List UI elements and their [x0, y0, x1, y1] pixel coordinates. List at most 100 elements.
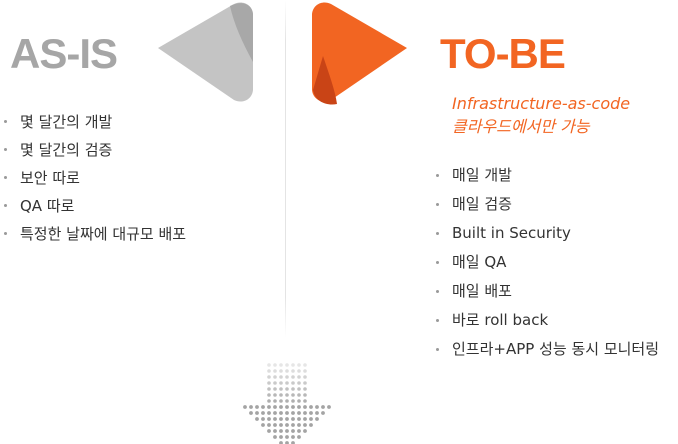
arrow-dot — [285, 411, 289, 415]
list-item: 바로 roll back — [436, 306, 659, 335]
arrow-dot — [303, 405, 307, 409]
arrow-dot — [267, 405, 271, 409]
arrow-dot — [315, 405, 319, 409]
arrow-dot — [273, 411, 277, 415]
to-be-list: 매일 개발 매일 검증 Built in Security 매일 QA 매일 배… — [436, 161, 659, 364]
arrow-dot — [291, 405, 295, 409]
list-item: Built in Security — [436, 219, 659, 248]
arrow-dot — [279, 363, 283, 367]
arrow-dot — [261, 411, 265, 415]
arrow-dot — [279, 393, 283, 397]
arrow-dot — [321, 411, 325, 415]
arrow-dot — [285, 393, 289, 397]
arrow-dot — [327, 405, 331, 409]
arrow-dot — [297, 423, 301, 427]
gray-triangle-arrow-left-icon — [158, 2, 253, 102]
arrow-dot — [297, 405, 301, 409]
arrow-dot — [273, 369, 277, 373]
arrow-dot — [279, 387, 283, 391]
arrow-dot — [309, 405, 313, 409]
arrow-dot — [261, 423, 265, 427]
list-item: 매일 배포 — [436, 277, 659, 306]
arrow-dot — [303, 381, 307, 385]
arrow-dot — [279, 429, 283, 433]
arrow-dot — [309, 417, 313, 421]
arrow-dot — [303, 363, 307, 367]
as-is-title: AS-IS — [10, 30, 118, 77]
arrow-dot — [273, 405, 277, 409]
arrow-dot — [297, 375, 301, 379]
arrow-dot — [297, 363, 301, 367]
arrow-dot — [279, 423, 283, 427]
arrow-dot — [285, 435, 289, 439]
subtitle-line: 클라우드에서만 가능 — [452, 117, 590, 136]
arrow-dot — [297, 435, 301, 439]
arrow-dot — [291, 411, 295, 415]
arrow-dot — [279, 405, 283, 409]
arrow-dot — [309, 411, 313, 415]
arrow-dot — [285, 417, 289, 421]
arrow-dot — [303, 411, 307, 415]
arrow-dot — [267, 393, 271, 397]
arrow-dot — [273, 381, 277, 385]
arrow-dot — [297, 369, 301, 373]
arrow-dot — [267, 399, 271, 403]
arrow-dot — [291, 417, 295, 421]
arrow-dot — [267, 369, 271, 373]
arrow-dot — [279, 381, 283, 385]
arrow-dot — [285, 399, 289, 403]
arrow-dot — [297, 429, 301, 433]
arrow-dot — [291, 381, 295, 385]
arrow-dot — [297, 387, 301, 391]
arrow-dot — [303, 393, 307, 397]
arrow-dot — [291, 363, 295, 367]
arrow-dot — [285, 429, 289, 433]
arrow-dot — [255, 417, 259, 421]
orange-triangle-arrow-right-icon — [312, 2, 407, 105]
arrow-dot — [321, 405, 325, 409]
arrow-dot — [291, 369, 295, 373]
list-item: 특정한 날짜에 대규모 배포 — [4, 220, 186, 248]
arrow-dot — [279, 369, 283, 373]
arrow-dot — [279, 399, 283, 403]
arrow-dot — [279, 441, 283, 444]
list-item: 몇 달간의 개발 — [4, 108, 186, 136]
center-divider — [285, 0, 286, 338]
as-is-list: 몇 달간의 개발 몇 달간의 검증 보안 따로 QA 따로 특정한 날짜에 대규… — [4, 108, 186, 248]
arrow-dot — [249, 411, 253, 415]
to-be-title: TO-BE — [440, 30, 566, 77]
arrow-dot — [291, 375, 295, 379]
arrow-dot — [285, 423, 289, 427]
arrow-dot — [267, 417, 271, 421]
arrow-dot — [273, 363, 277, 367]
arrow-dot — [273, 375, 277, 379]
arrow-dot — [273, 429, 277, 433]
arrow-dot — [315, 417, 319, 421]
list-item: 매일 개발 — [436, 161, 659, 190]
arrow-dot — [291, 429, 295, 433]
arrow-dot — [243, 405, 247, 409]
arrow-dot — [291, 387, 295, 391]
arrow-dot — [267, 411, 271, 415]
arrow-dot — [291, 399, 295, 403]
arrow-dot — [303, 369, 307, 373]
arrow-dot — [267, 423, 271, 427]
arrow-dot — [255, 405, 259, 409]
arrow-dot — [279, 435, 283, 439]
arrow-dot — [291, 441, 295, 444]
arrow-dot — [279, 375, 283, 379]
arrow-dot — [285, 405, 289, 409]
arrow-dot — [285, 375, 289, 379]
arrow-dot — [261, 417, 265, 421]
arrow-dot — [267, 429, 271, 433]
arrow-dot — [273, 393, 277, 397]
list-item: QA 따로 — [4, 192, 186, 220]
arrow-dot — [279, 417, 283, 421]
arrow-dot — [297, 411, 301, 415]
arrow-dot — [315, 411, 319, 415]
arrow-dot — [309, 423, 313, 427]
arrow-dot — [297, 417, 301, 421]
arrow-dot — [267, 375, 271, 379]
arrow-dot — [303, 429, 307, 433]
subtitle-line: Infrastructure-as-code — [452, 94, 631, 113]
